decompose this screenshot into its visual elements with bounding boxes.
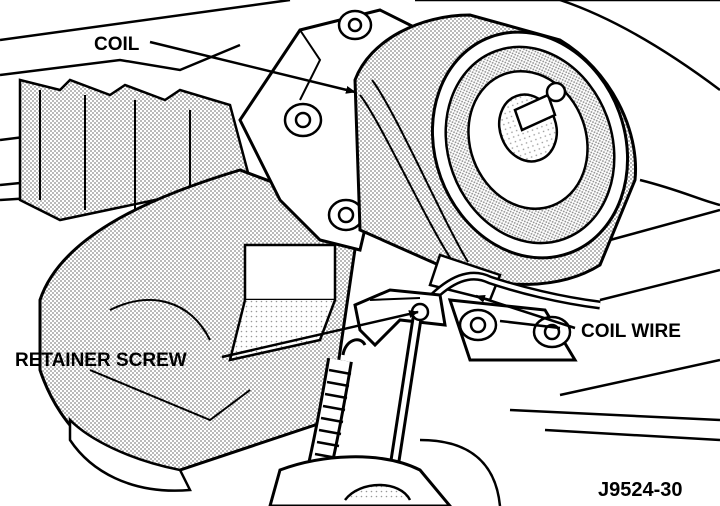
leader-lines [149,40,576,359]
retainer-screw-label: RETAINER SCREW [15,350,187,371]
bracket-bolts [283,9,373,232]
retainer-clip [353,288,447,348]
distributor-body [38,168,362,492]
coil-wire-leader-1 [475,294,576,330]
figure-id: J9524-30 [598,479,683,501]
coil-wire [426,271,601,310]
bolt-top [337,9,373,41]
ignition-coil [353,13,638,302]
bolt-middle [327,198,365,232]
coil-wire-label: COIL WIRE [581,321,681,342]
bolt-left [283,102,323,138]
lower-housing [268,438,502,506]
retainer-screw-leader [221,310,419,359]
wire-bracket [447,298,578,362]
coil-leader [149,40,356,94]
coil-label: COIL [94,34,140,55]
coil-wire-leader-2 [499,319,561,330]
